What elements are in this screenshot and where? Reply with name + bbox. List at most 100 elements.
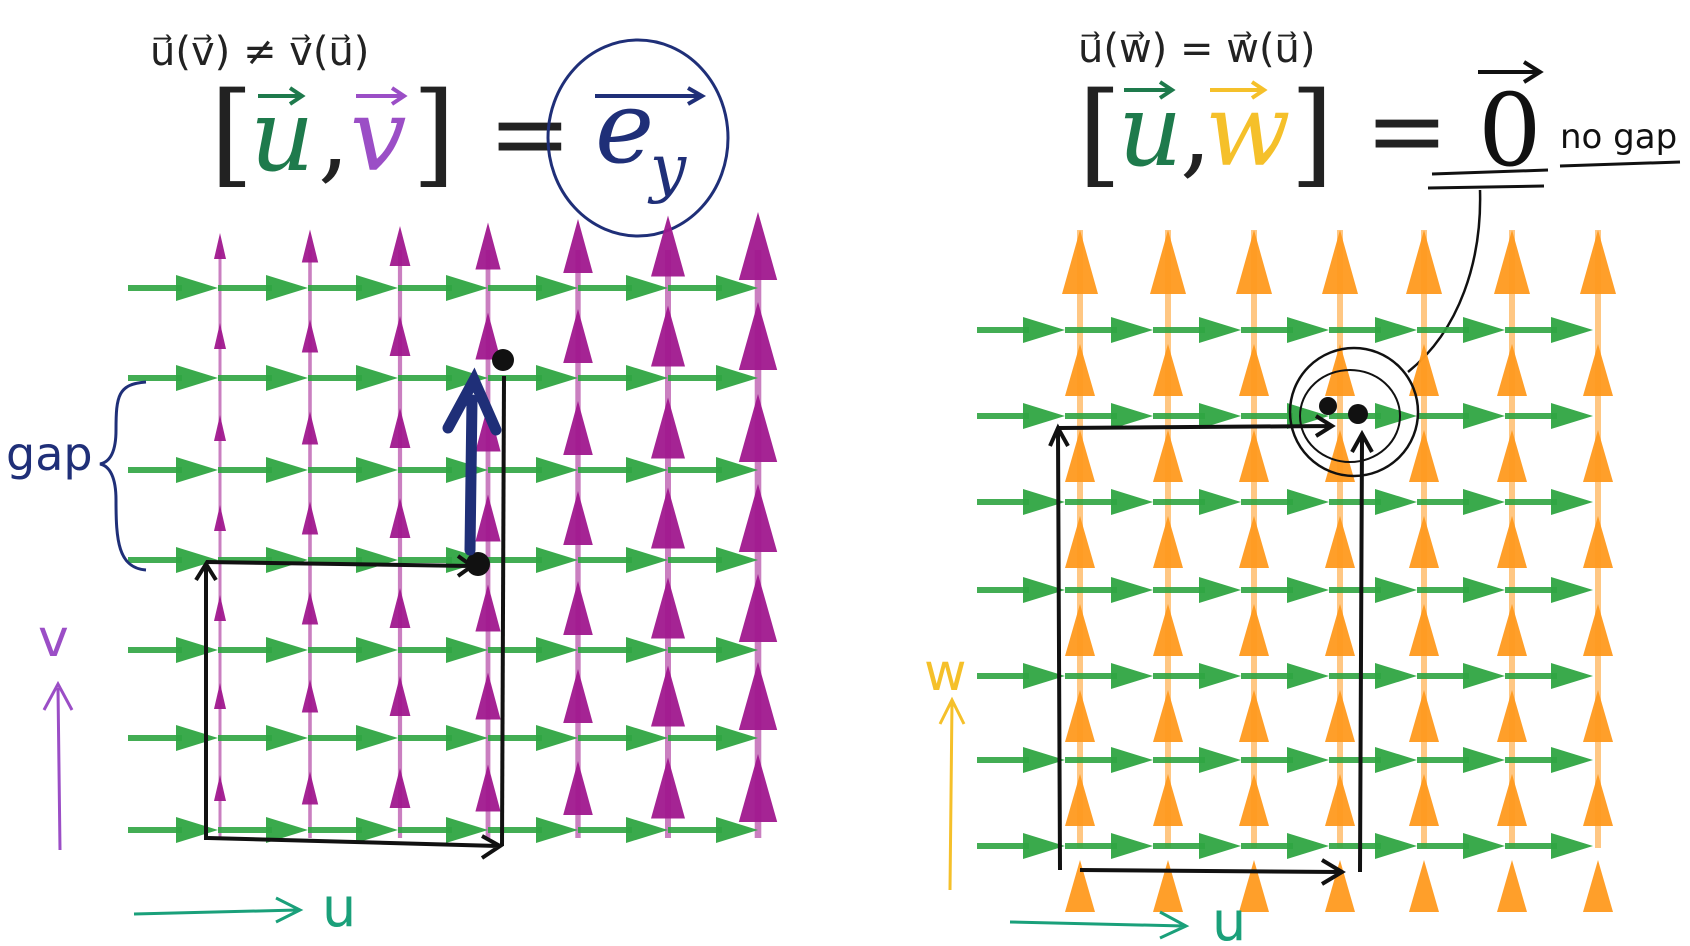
field-arrow-head-right <box>1287 489 1329 515</box>
field-arrow-head-up <box>1497 604 1527 656</box>
right-axis-w-label: w <box>924 643 967 703</box>
field-arrow-head-right <box>1375 317 1417 343</box>
field-arrow-head-up <box>214 595 226 621</box>
field-arrow-head-up <box>1153 430 1183 482</box>
field-arrow-head-right <box>1551 747 1593 773</box>
field-arrow-head-right <box>356 817 398 843</box>
field-arrow-head-up <box>1239 774 1269 826</box>
field-arrow-head-up <box>563 761 593 815</box>
field-arrow-head-right <box>1375 747 1417 773</box>
field-arrow-head-right <box>1287 747 1329 773</box>
field-arrow-head-up <box>1494 230 1530 294</box>
field-arrow-head-right <box>716 365 758 391</box>
field-arrow-head-right <box>1111 489 1153 515</box>
left-commutator-equation: [ u , v ] = e y <box>210 38 730 238</box>
field-arrow-head-right <box>716 725 758 751</box>
field-arrow-head-up <box>1409 516 1439 568</box>
field-arrow-head-up <box>1065 516 1095 568</box>
field-arrow-head-up <box>214 505 226 531</box>
field-arrow-head-up <box>475 404 501 452</box>
field-arrow-head-up <box>1153 774 1183 826</box>
field-arrow-head-right <box>716 637 758 663</box>
left-panel: u⃗(v⃗) ≠ v⃗(u⃗) [ u , v ] = e y gap <box>6 29 778 939</box>
field-arrow-head-up <box>651 397 685 459</box>
right-end-point-a <box>1319 397 1337 415</box>
field-arrow-head-up <box>1409 774 1439 826</box>
field-arrow-head-up <box>1497 344 1527 396</box>
field-arrow-head-up <box>1409 430 1439 482</box>
field-arrow-head-right <box>1463 663 1505 689</box>
field-arrow-head-up <box>1325 604 1355 656</box>
field-arrow-head-up <box>1497 430 1527 482</box>
field-arrow-head-right <box>1111 577 1153 603</box>
field-arrow-head-right <box>176 817 218 843</box>
field-arrow-head-up <box>301 501 319 535</box>
field-arrow-head-right <box>1375 833 1417 859</box>
field-arrow-head-right <box>1023 577 1065 603</box>
field-arrow-head-right <box>1287 577 1329 603</box>
right-axis-w-arrow <box>938 696 966 891</box>
left-path-u-bottom <box>207 834 504 860</box>
field-arrow-head-right <box>1551 317 1593 343</box>
left-end-point-top <box>492 349 514 371</box>
field-arrow-head-up <box>563 669 593 723</box>
field-arrow-head-up <box>1153 604 1183 656</box>
left-result-vector-arrow <box>595 86 707 106</box>
field-arrow-head-right <box>1111 403 1153 429</box>
field-arrow-head-right <box>1551 577 1593 603</box>
field-arrow-head-up <box>1062 230 1098 294</box>
field-arrow-head-right <box>716 547 758 573</box>
field-arrow-head-right <box>1463 317 1505 343</box>
field-arrow-head-up <box>651 305 685 367</box>
field-arrow-head-right <box>1199 747 1241 773</box>
field-arrow-head-up <box>563 309 593 363</box>
right-axis-u-label: u <box>1212 890 1246 946</box>
right-commutator-equation: [ u , w ] = 0 no gap <box>1078 60 1681 373</box>
field-arrow-head-right <box>176 547 218 573</box>
field-arrow-head-right <box>1375 577 1417 603</box>
field-arrow-head-up <box>1580 230 1616 294</box>
field-arrow-head-right <box>1111 317 1153 343</box>
field-arrow-head-right <box>1023 833 1065 859</box>
field-arrow-head-right <box>1551 833 1593 859</box>
field-arrow-head-right <box>176 275 218 301</box>
field-arrow-head-up <box>738 754 778 822</box>
field-arrow-head-up <box>475 672 501 720</box>
field-arrow-head-right <box>1463 489 1505 515</box>
field-arrow-head-up <box>1065 860 1095 912</box>
field-arrow-head-up <box>1239 344 1269 396</box>
field-arrow-head-up <box>1239 516 1269 568</box>
field-arrow-head-right <box>1023 317 1065 343</box>
field-arrow-head-right <box>1463 833 1505 859</box>
field-arrow-head-right <box>266 637 308 663</box>
field-arrow-head-right <box>1023 489 1065 515</box>
field-arrow-head-right <box>536 275 578 301</box>
left-path-v-up-right <box>500 375 506 847</box>
left-bracket-close: ] <box>412 69 456 199</box>
field-arrow-head-right <box>626 817 668 843</box>
field-arrow-head-right <box>356 725 398 751</box>
field-arrow-head-right <box>446 275 488 301</box>
field-arrow-head-up <box>475 584 501 632</box>
field-arrow-head-right <box>1375 403 1417 429</box>
field-arrow-head-up <box>1065 690 1095 742</box>
field-arrow-head-up <box>1497 774 1527 826</box>
right-path-w-up-right <box>1350 429 1374 873</box>
left-comma: , <box>318 77 350 194</box>
field-arrow-head-right <box>1287 663 1329 689</box>
field-arrow-head-up <box>1239 604 1269 656</box>
field-arrow-head-up <box>1409 690 1439 742</box>
field-arrow-head-right <box>1023 403 1065 429</box>
field-arrow-head-right <box>266 725 308 751</box>
field-arrow-head-right <box>626 457 668 483</box>
field-arrow-head-right <box>1023 747 1065 773</box>
field-arrow-head-up <box>1325 774 1355 826</box>
field-arrow-head-up <box>1239 860 1269 912</box>
field-arrow-head-right <box>716 817 758 843</box>
right-w-vector-arrow <box>1210 80 1268 100</box>
field-arrow-head-up <box>1583 690 1613 742</box>
field-arrow-head-right <box>716 275 758 301</box>
field-arrow-head-right <box>266 365 308 391</box>
field-arrow-head-right <box>176 725 218 751</box>
